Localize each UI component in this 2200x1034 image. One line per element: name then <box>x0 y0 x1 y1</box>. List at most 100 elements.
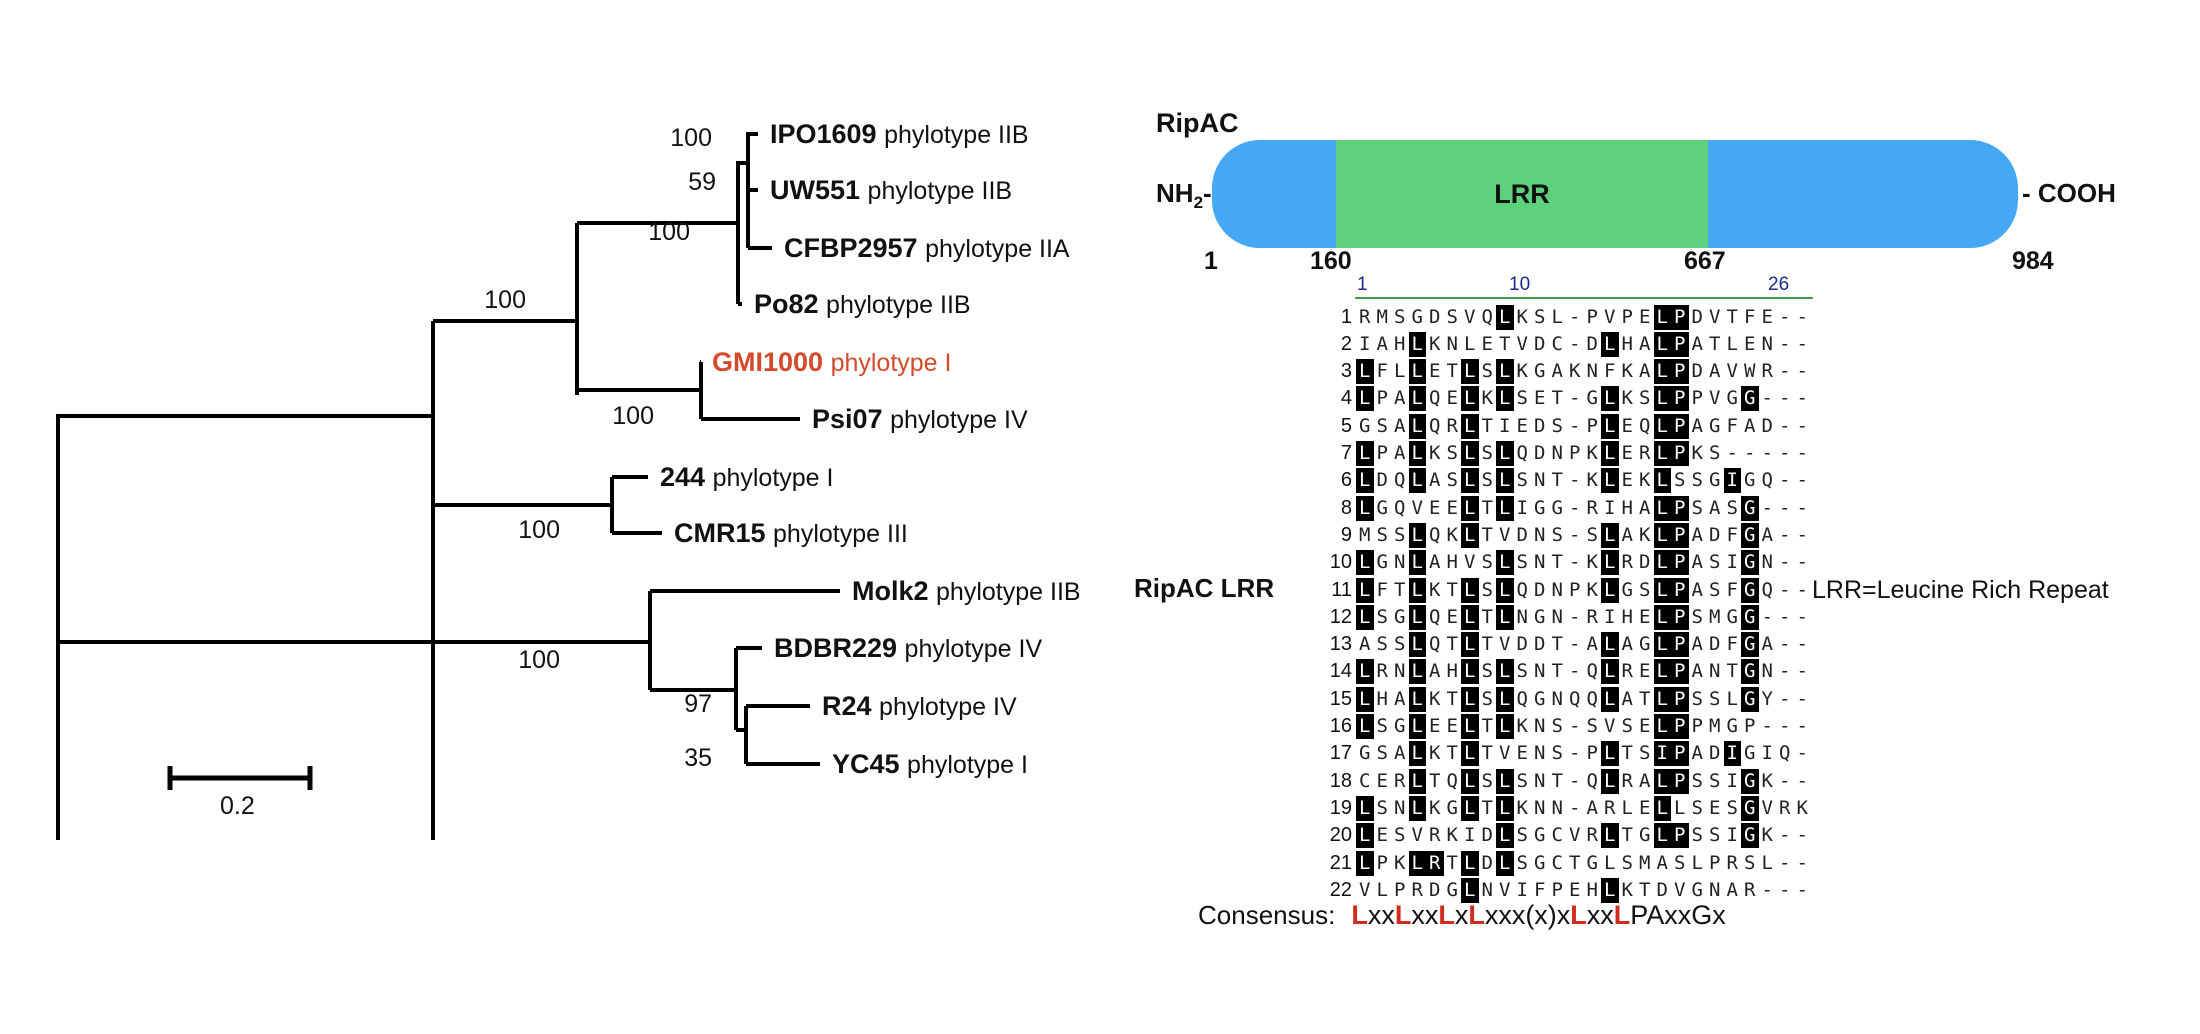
residue: S <box>1674 851 1686 874</box>
residue: Y <box>1761 687 1773 710</box>
residue: K <box>1639 523 1651 546</box>
residue: L <box>1496 441 1514 466</box>
residue: F <box>1726 578 1738 601</box>
residue: L <box>1408 686 1426 712</box>
residue: L <box>1461 714 1479 739</box>
residue: E <box>1639 715 1651 737</box>
tree-branch <box>433 475 662 535</box>
residue: P <box>1671 413 1689 439</box>
residue: G <box>1359 742 1371 765</box>
residue: S <box>1516 824 1528 847</box>
consensus-leucine: L <box>1394 900 1412 930</box>
strain-name: UW551 <box>770 175 868 205</box>
repeat-number: 9 <box>1340 523 1352 546</box>
residue: P <box>1691 715 1703 737</box>
residue: V <box>1674 878 1686 901</box>
phylotype-label: phylotype I <box>831 349 952 377</box>
residue: A <box>1394 742 1406 765</box>
leaf-label: YC45 phylotype I <box>832 749 1028 779</box>
phylotype-label: phylotype IV <box>890 406 1028 434</box>
residue: S <box>1394 633 1406 656</box>
residue: L <box>1408 632 1426 658</box>
residue: L <box>1653 495 1671 521</box>
residue: - <box>1779 851 1791 874</box>
residue: S <box>1709 551 1721 574</box>
residue: C <box>1551 332 1563 355</box>
residue: L <box>1653 304 1671 330</box>
leaf-label: BDBR229 phylotype IV <box>774 633 1042 663</box>
leaf-label: R24 phylotype IV <box>822 691 1017 721</box>
residue: L <box>1496 359 1514 385</box>
residue: N <box>1394 796 1406 819</box>
residue: S <box>1481 578 1493 601</box>
residue: Q <box>1481 305 1493 328</box>
residue: L <box>1674 796 1686 819</box>
residue: K <box>1429 578 1441 601</box>
residue: L <box>1653 522 1671 548</box>
residue: - <box>1779 332 1791 355</box>
residue: A <box>1621 687 1633 710</box>
residue: L <box>1601 877 1619 903</box>
repeat-number: 21 <box>1329 851 1352 874</box>
residue: L <box>1761 851 1773 874</box>
residue: A <box>1691 332 1703 355</box>
residue: S <box>1691 824 1703 847</box>
phylotype-label: phylotype IIB <box>936 578 1081 606</box>
residue: L <box>1408 604 1426 630</box>
residue: D <box>1376 469 1388 492</box>
residue: T <box>1569 851 1581 874</box>
residue: D <box>1534 442 1546 464</box>
residue: F <box>1726 523 1738 546</box>
residue: G <box>1741 386 1759 412</box>
residue: P <box>1671 495 1689 521</box>
residue: T <box>1481 715 1493 737</box>
residue: S <box>1709 824 1721 847</box>
residue: - <box>1779 687 1791 710</box>
residue: S <box>1586 523 1598 546</box>
residue: G <box>1741 686 1759 712</box>
residue: L <box>1601 550 1619 576</box>
residue: L <box>1408 577 1426 603</box>
bootstrap-value: 97 <box>684 690 712 718</box>
residue: P <box>1376 387 1388 410</box>
residue: S <box>1516 387 1528 410</box>
residue: S <box>1551 414 1563 437</box>
repeat-number: 13 <box>1329 633 1352 656</box>
residue: D <box>1709 633 1721 656</box>
residue: - <box>1569 496 1581 519</box>
residue: E <box>1621 442 1633 464</box>
residue: Q <box>1586 660 1598 683</box>
residue: I <box>1723 741 1741 767</box>
residue: S <box>1376 742 1388 765</box>
residue: S <box>1481 769 1493 792</box>
residue: S <box>1481 360 1493 383</box>
residue: L <box>1408 741 1426 767</box>
residue: Q <box>1429 387 1441 410</box>
residue: L <box>1408 659 1426 685</box>
residue: - <box>1796 687 1808 710</box>
residue: - <box>1796 851 1808 874</box>
residue: K <box>1621 360 1633 383</box>
residue: D <box>1429 305 1441 328</box>
residue: E <box>1621 414 1633 437</box>
leaf-label: Po82 phylotype IIB <box>754 289 971 319</box>
residue: H <box>1621 332 1633 355</box>
residue: L <box>1551 305 1563 328</box>
strain-name: BDBR229 <box>774 633 905 663</box>
residue: R <box>1429 824 1441 847</box>
residue: E <box>1516 414 1528 437</box>
n-terminus-text: NH <box>1156 178 1194 208</box>
residue: A <box>1691 523 1703 546</box>
residue: - <box>1779 578 1791 601</box>
residue: E <box>1639 605 1651 628</box>
residue: T <box>1499 332 1511 355</box>
residue: - <box>1569 742 1581 765</box>
residue: R <box>1761 360 1773 383</box>
bootstrap-value: 35 <box>684 744 712 772</box>
